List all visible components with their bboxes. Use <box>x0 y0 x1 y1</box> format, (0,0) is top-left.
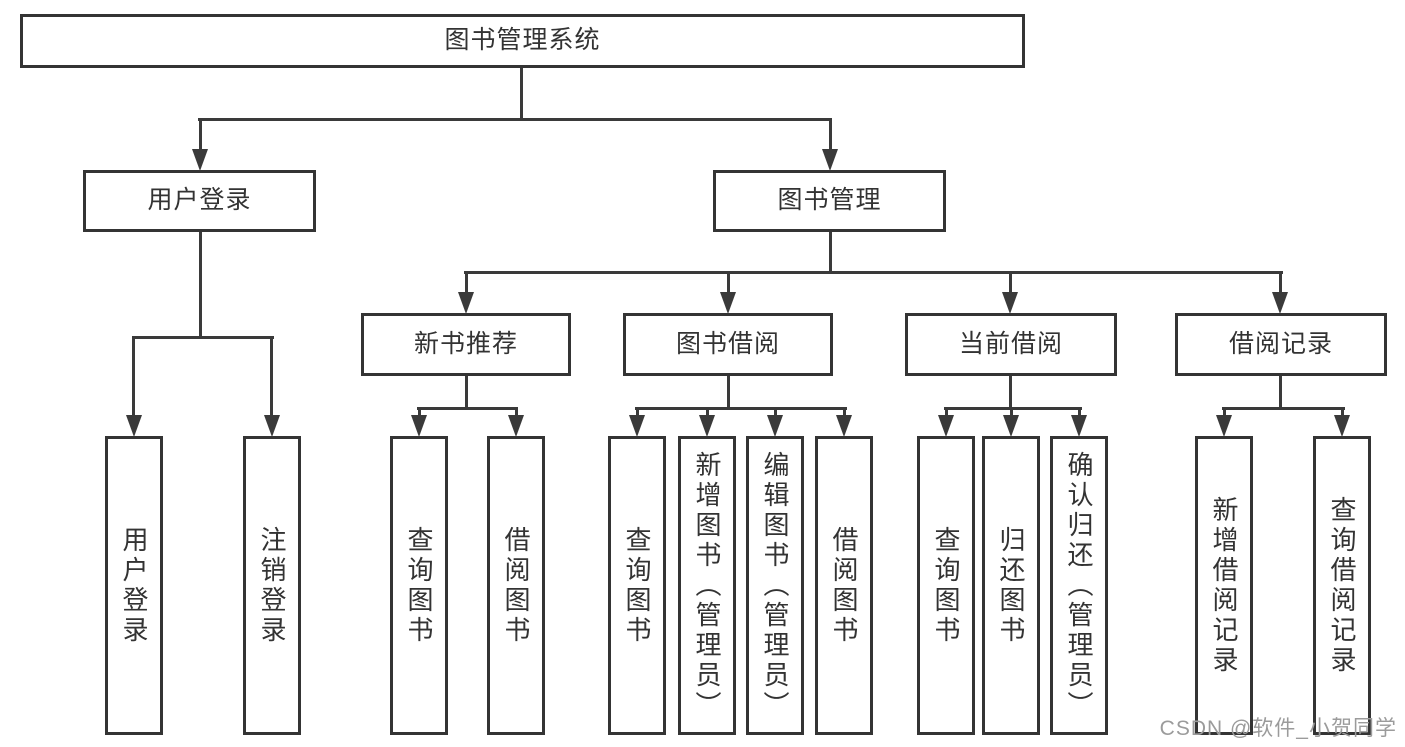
connector-line <box>1010 407 1013 417</box>
connector-line <box>706 407 709 417</box>
arrow-down-icon <box>938 415 954 437</box>
node-book-management: 图书管理 <box>713 170 946 232</box>
connector-line <box>945 407 948 417</box>
arrow-down-icon <box>1003 415 1019 437</box>
arrow-down-icon <box>458 292 474 314</box>
connector-line <box>1279 376 1282 410</box>
connector-line <box>270 336 273 416</box>
connector-line <box>1223 407 1226 417</box>
arrow-down-icon <box>411 415 427 437</box>
node-current-borrowing: 当前借阅 <box>905 313 1117 376</box>
arrow-down-icon <box>508 415 524 437</box>
arrow-down-icon <box>1216 415 1232 437</box>
connector-line <box>1279 271 1282 293</box>
arrow-down-icon <box>836 415 852 437</box>
connector-line <box>418 407 421 417</box>
csdn-watermark: CSDN @软件_小贺同学 <box>1159 717 1397 740</box>
arrow-down-icon <box>1002 292 1018 314</box>
connector-line <box>774 407 777 417</box>
connector-line <box>1009 376 1012 410</box>
arrow-down-icon <box>264 415 280 437</box>
connector-line <box>727 271 730 293</box>
connector-line <box>199 232 202 339</box>
connector-line <box>417 407 518 410</box>
node-query-borrow-record: 查询借阅记录 <box>1313 436 1371 735</box>
node-new-book-recommend: 新书推荐 <box>361 313 571 376</box>
arrow-down-icon <box>720 292 736 314</box>
connector-line <box>635 407 847 410</box>
node-query-books-current: 查询图书 <box>917 436 975 735</box>
arrow-down-icon <box>699 415 715 437</box>
node-return-books: 归还图书 <box>982 436 1040 735</box>
connector-line <box>515 407 518 417</box>
connector-line <box>1078 407 1081 417</box>
arrow-down-icon <box>126 415 142 437</box>
node-query-books-borrow: 查询图书 <box>608 436 666 735</box>
connector-line <box>520 68 523 121</box>
arrow-down-icon <box>822 149 838 171</box>
connector-line <box>198 118 832 121</box>
arrow-down-icon <box>1071 415 1087 437</box>
arrow-down-icon <box>192 149 208 171</box>
node-user-login-leaf: 用户登录 <box>105 436 163 735</box>
node-borrow-books-recommend: 借阅图书 <box>487 436 545 735</box>
node-edit-books-admin: 编辑图书（管理员） <box>746 436 804 735</box>
connector-line <box>133 336 274 339</box>
connector-line <box>829 232 832 274</box>
node-add-borrow-record: 新增借阅记录 <box>1195 436 1253 735</box>
connector-line <box>636 407 639 417</box>
arrow-down-icon <box>629 415 645 437</box>
connector-line <box>465 376 468 410</box>
connector-line <box>1009 271 1012 293</box>
node-add-books-admin: 新增图书（管理员） <box>678 436 736 735</box>
node-borrowing-records: 借阅记录 <box>1175 313 1387 376</box>
connector-line <box>1222 407 1345 410</box>
node-query-books-recommend: 查询图书 <box>390 436 448 735</box>
connector-line <box>199 118 202 151</box>
node-confirm-return-admin: 确认归还（管理员） <box>1050 436 1108 735</box>
node-borrow-books-borrow: 借阅图书 <box>815 436 873 735</box>
node-book-borrowing: 图书借阅 <box>623 313 833 376</box>
connector-line <box>944 407 1082 410</box>
node-library-system: 图书管理系统 <box>20 14 1025 68</box>
node-logout: 注销登录 <box>243 436 301 735</box>
arrow-down-icon <box>1334 415 1350 437</box>
node-user-login: 用户登录 <box>83 170 316 232</box>
arrow-down-icon <box>1272 292 1288 314</box>
arrow-down-icon <box>767 415 783 437</box>
connector-line <box>1341 407 1344 417</box>
connector-line <box>464 271 1283 274</box>
connector-line <box>843 407 846 417</box>
connector-line <box>465 271 468 293</box>
connector-line <box>829 118 832 151</box>
connector-line <box>132 336 135 416</box>
connector-line <box>727 376 730 410</box>
